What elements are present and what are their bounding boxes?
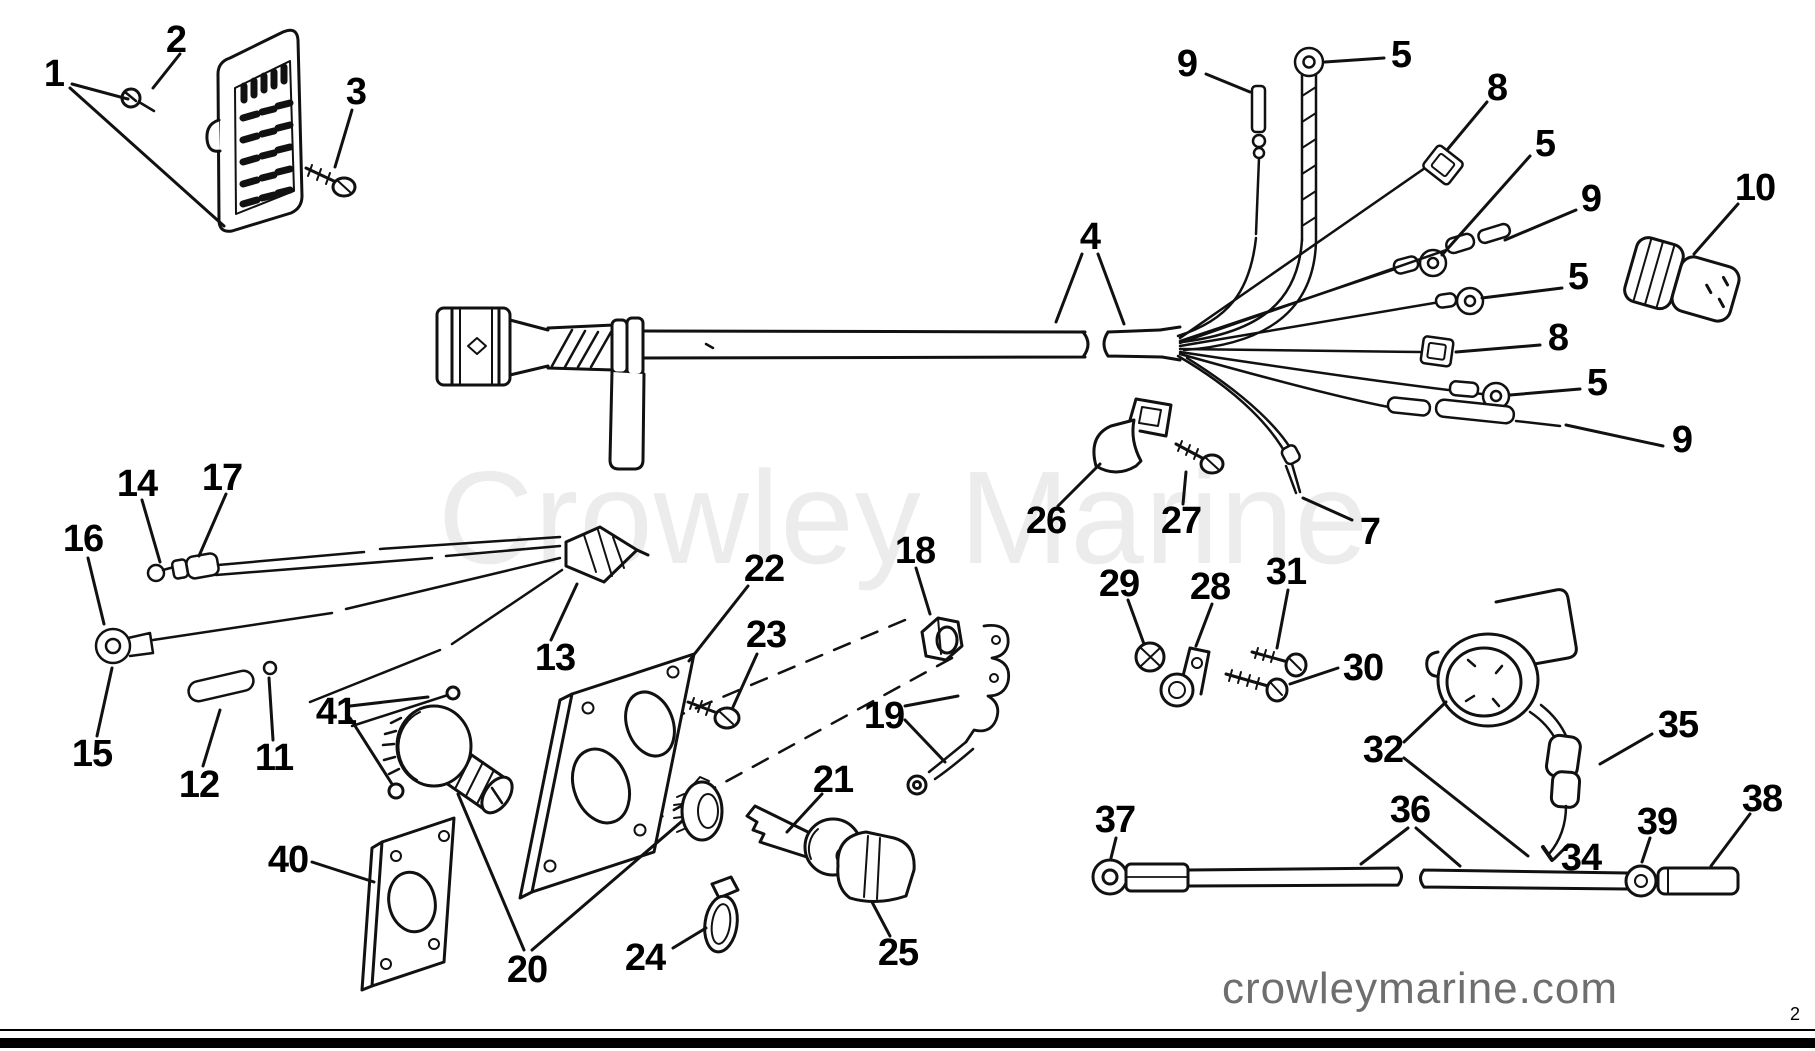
callout-3: 3 (345, 71, 367, 113)
callout-20: 20 (506, 949, 548, 991)
callout-18: 18 (894, 530, 936, 572)
callout-38: 38 (1741, 778, 1783, 820)
part-nut-18-clip-19 (903, 566, 1011, 796)
part-key-group (671, 776, 916, 954)
callout-30: 30 (1342, 647, 1384, 689)
part-harness (435, 306, 1182, 471)
callout-35: 35 (1657, 704, 1699, 746)
callout-9: 9 (1580, 178, 1602, 220)
footer-rule-thin (0, 1029, 1815, 1031)
part-hardware-28-31 (1126, 588, 1340, 708)
part-connector-10 (1623, 236, 1741, 323)
callout-8: 8 (1486, 67, 1508, 109)
callout-9: 9 (1176, 43, 1198, 85)
callout-5: 5 (1390, 34, 1412, 76)
footer-rule-thick (0, 1038, 1815, 1048)
part-bezel-22 (518, 584, 759, 900)
leader-lines-left (86, 492, 579, 768)
callout-5: 5 (1586, 362, 1608, 404)
part-ignition-switch-20 (348, 685, 690, 952)
callout-23: 23 (745, 614, 787, 656)
part-horn-32 (1402, 588, 1654, 862)
callout-17: 17 (201, 457, 243, 499)
callout-9: 9 (1671, 419, 1693, 461)
callout-11: 11 (254, 737, 294, 779)
callout-19: 19 (863, 695, 905, 737)
callout-27: 27 (1160, 500, 1202, 542)
callout-37: 37 (1094, 799, 1136, 841)
callout-24: 24 (624, 937, 666, 979)
assembly-dashed-lines (543, 618, 954, 848)
part-clamp-26 (1056, 397, 1225, 508)
callout-25: 25 (877, 932, 919, 974)
callout-7: 7 (1359, 511, 1381, 553)
callout-29: 29 (1098, 563, 1140, 605)
callout-2: 2 (165, 19, 187, 61)
part-plate-40 (310, 816, 456, 992)
callout-12: 12 (178, 764, 220, 806)
part-cable-36 (1091, 812, 1752, 898)
callout-40: 40 (267, 839, 309, 881)
part-panel (120, 28, 357, 233)
leader-lines-fan (1054, 56, 1740, 522)
page-number: 2 (1790, 1004, 1801, 1024)
callout-22: 22 (743, 548, 785, 590)
leader-lines-1-2-3 (68, 52, 354, 228)
callout-5: 5 (1567, 256, 1589, 298)
part-left-wires (94, 525, 650, 704)
callout-16: 16 (62, 518, 104, 560)
callout-41: 41 (315, 691, 357, 733)
callout-36: 36 (1389, 789, 1431, 831)
callout-10: 10 (1734, 167, 1776, 209)
callout-5: 5 (1534, 123, 1556, 165)
website-text: crowleymarine.com (1222, 964, 1618, 1013)
callout-26: 26 (1025, 500, 1067, 542)
callout-21: 21 (812, 759, 854, 801)
callout-14: 14 (116, 463, 158, 505)
callout-13: 13 (534, 637, 576, 679)
callout-4: 4 (1079, 216, 1101, 258)
callout-34: 34 (1560, 837, 1602, 879)
callout-8: 8 (1547, 317, 1569, 359)
callout-39: 39 (1636, 801, 1678, 843)
callout-28: 28 (1189, 566, 1231, 608)
callout-31: 31 (1265, 551, 1307, 593)
callout-1: 1 (43, 53, 65, 95)
part-harness-wires (1176, 46, 1562, 495)
callout-32: 32 (1362, 729, 1404, 771)
callout-15: 15 (71, 733, 113, 775)
